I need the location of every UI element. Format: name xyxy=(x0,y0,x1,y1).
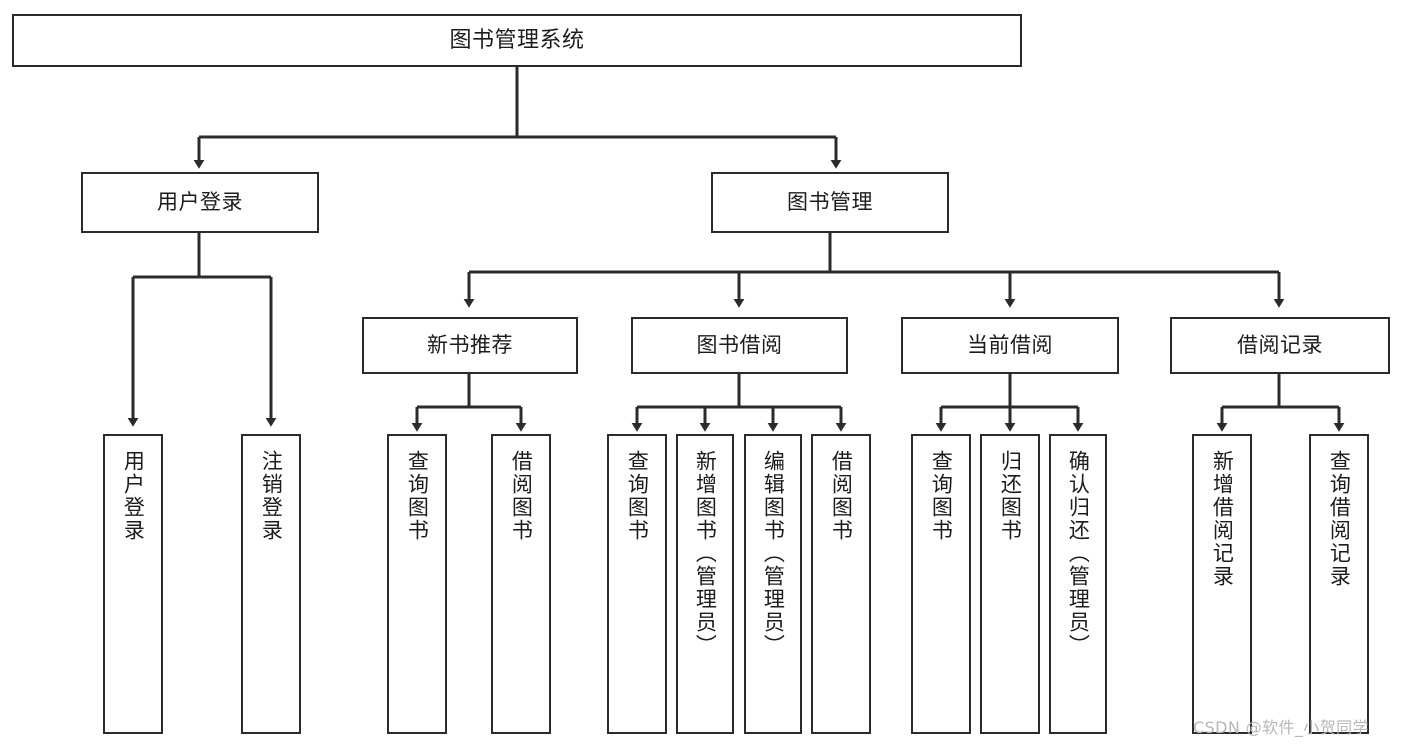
node-leaf-query-book-3[interactable]: 查询图书 xyxy=(911,434,971,734)
node-new-book-recommend[interactable]: 新书推荐 xyxy=(362,317,578,374)
node-leaf-user-login[interactable]: 用户登录 xyxy=(103,434,163,734)
node-label: 图书借阅 xyxy=(696,333,783,358)
node-label: 新书推荐 xyxy=(427,333,513,358)
node-label: 归还图书 xyxy=(998,450,1023,542)
node-label: 确认归还（管理员） xyxy=(1066,450,1091,657)
node-label: 图书管理 xyxy=(787,190,873,215)
node-label: 新增借阅记录 xyxy=(1210,450,1235,588)
node-leaf-query-book-2[interactable]: 查询图书 xyxy=(607,434,667,734)
node-label: 当前借阅 xyxy=(967,333,1053,358)
node-leaf-borrow-book-2[interactable]: 借阅图书 xyxy=(811,434,871,734)
node-label: 编辑图书（管理员） xyxy=(761,450,786,657)
node-label: 查询图书 xyxy=(625,450,650,542)
node-leaf-borrow-book-1[interactable]: 借阅图书 xyxy=(491,434,551,734)
node-label: 查询借阅记录 xyxy=(1327,450,1352,588)
node-leaf-query-book-1[interactable]: 查询图书 xyxy=(387,434,447,734)
node-label: 借阅记录 xyxy=(1237,333,1323,358)
node-label: 查询图书 xyxy=(929,450,954,542)
node-label: 借阅图书 xyxy=(829,450,854,542)
node-leaf-edit-book[interactable]: 编辑图书（管理员） xyxy=(744,434,802,734)
node-label: 图书管理系统 xyxy=(449,27,585,53)
node-root-system[interactable]: 图书管理系统 xyxy=(12,14,1022,67)
node-label: 注销登录 xyxy=(259,450,284,542)
node-label: 用户登录 xyxy=(121,450,146,542)
node-label: 用户登录 xyxy=(157,190,243,215)
node-label: 查询图书 xyxy=(405,450,430,542)
node-book-borrow[interactable]: 图书借阅 xyxy=(631,317,848,374)
node-leaf-add-record[interactable]: 新增借阅记录 xyxy=(1192,434,1252,734)
watermark-text: CSDN @软件_小贺同学 xyxy=(1193,718,1369,737)
node-label: 借阅图书 xyxy=(509,450,534,542)
node-leaf-confirm-return[interactable]: 确认归还（管理员） xyxy=(1049,434,1107,734)
node-leaf-return-book[interactable]: 归还图书 xyxy=(980,434,1040,734)
node-current-borrow[interactable]: 当前借阅 xyxy=(901,317,1119,374)
node-label: 新增图书（管理员） xyxy=(693,450,718,657)
node-leaf-add-book[interactable]: 新增图书（管理员） xyxy=(676,434,734,734)
node-leaf-logout[interactable]: 注销登录 xyxy=(241,434,301,734)
node-user-login[interactable]: 用户登录 xyxy=(81,172,319,233)
node-book-manage[interactable]: 图书管理 xyxy=(711,172,949,233)
node-leaf-query-record[interactable]: 查询借阅记录 xyxy=(1309,434,1369,734)
node-borrow-record[interactable]: 借阅记录 xyxy=(1170,317,1390,374)
